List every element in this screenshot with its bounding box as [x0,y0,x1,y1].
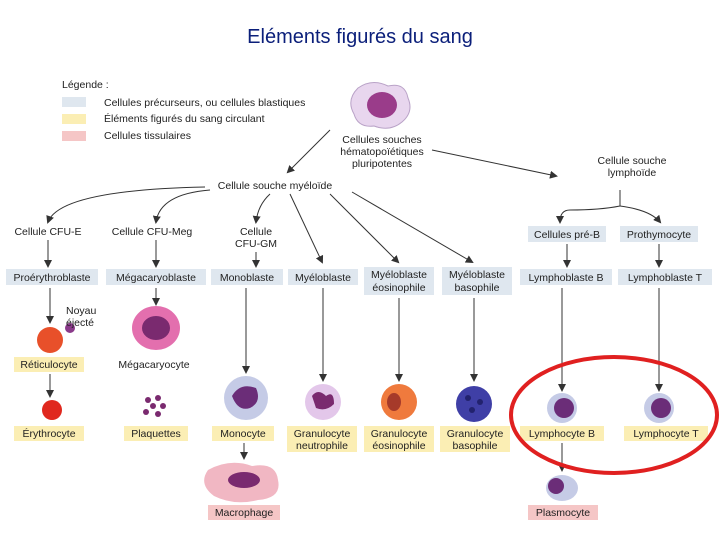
cfu-meg-label: Cellule CFU-Meg [112,226,193,238]
pre-b-label: Cellules pré-B [534,229,600,241]
macrophage-label: Macrophage [215,507,274,519]
legend-heading: Légende : [62,79,109,91]
reticulocyte-label: Réticulocyte [20,359,77,371]
legend-label-precursor: Cellules précurseurs, ou cellules blasti… [104,97,305,109]
lymphocyte-b-icon [547,393,577,423]
legend-swatch-circulating [62,114,86,124]
plaquettes-icon [143,395,166,417]
myeloblaste-eos-box [364,267,434,295]
stem-label-line2: hématopoïétiques [340,146,423,158]
myeloblaste-baso-box [442,267,512,295]
lymphocyte-t-icon [644,393,674,423]
lymphoblaste-t-box [618,269,712,285]
legend-swatch-tissue [62,131,86,141]
noyau-label-line1: Noyau [66,305,97,317]
gran-eos-box [364,426,434,452]
megacaryocyte-icon [132,306,180,350]
plaquettes-box [124,426,188,441]
megacaryoblaste-box [106,269,206,285]
stem-label-line3: pluripotentes [352,158,412,170]
lymphoblaste-b-label: Lymphoblaste B [529,272,604,284]
gran-baso-label-line1: Granulocyte [447,428,504,440]
legend-label-tissue: Cellules tissulaires [104,130,191,142]
reticulocyte-icon [37,323,75,353]
monoblaste-box [211,269,283,285]
macrophage-icon [204,462,279,503]
plasmocyte-label: Plasmocyte [536,507,590,519]
myeloblaste-eos-label-line2: éosinophile [372,282,425,294]
monocyte-label: Monocyte [220,428,266,440]
gran-baso-box [440,426,510,452]
macrophage-box [208,505,280,520]
gran-eos-label-line2: éosinophile [372,440,425,452]
stem-cell-icon [350,82,411,129]
proerythroblaste-box [6,269,98,285]
lymphocyte-b-box [520,426,604,441]
erythrocyte-icon [42,400,62,420]
myeloid-stem-label: Cellule souche myéloïde [218,180,333,192]
gran-baso-label-line2: basophile [453,440,498,452]
erythrocyte-box [14,426,84,441]
myeloblaste-baso-label-line2: basophile [455,282,500,294]
basophile-icon [456,386,492,422]
gran-eos-label-line1: Granulocyte [371,428,428,440]
legend-swatch-precursor [62,97,86,107]
monocyte-box [212,426,274,441]
legend: Légende : Cellules précurseurs, ou cellu… [62,79,305,142]
lymphoid-stem-label-line1: Cellule souche [598,155,667,167]
reticulocyte-box [14,357,84,372]
gran-neutro-label-line1: Granulocyte [294,428,351,440]
prothymocyte-label: Prothymocyte [627,229,691,241]
myeloblaste-box [288,269,358,285]
lymphocyte-t-label: Lymphocyte T [633,428,699,440]
lymphoblaste-t-label: Lymphoblaste T [628,272,703,284]
stem-label-line1: Cellules souches [342,134,421,146]
cfu-gm-label-line2: CFU-GM [235,238,277,250]
eosinophile-icon [381,384,417,420]
highlight-ellipse [509,355,719,475]
proerythroblaste-label: Proérythroblaste [13,272,90,284]
gran-neutro-label-line2: neutrophile [296,440,348,452]
legend-label-circulating: Éléments figurés du sang circulant [104,112,265,125]
plasmocyte-box [528,505,598,520]
myeloblaste-baso-label-line1: Myéloblaste [449,269,505,281]
erythrocyte-label: Érythrocyte [22,427,75,440]
neutrophile-icon [305,384,341,420]
myeloblaste-eos-label-line1: Myéloblaste [371,269,427,281]
cfu-gm-label-line1: Cellule [240,226,272,238]
gran-neutro-box [287,426,357,452]
megacaryoblaste-label: Mégacaryoblaste [116,272,196,284]
cfu-e-label: Cellule CFU-E [14,226,81,238]
myeloblaste-label: Myéloblaste [295,272,351,284]
lymphoblaste-b-box [520,269,612,285]
monoblaste-label: Monoblaste [220,272,274,284]
monocyte-icon [224,376,268,420]
pre-b-box [528,226,606,242]
noyau-label-line2: éjecté [66,317,94,329]
prothymocyte-box [620,226,698,242]
page-title: Eléments figurés du sang [247,26,473,48]
plasmocyte-icon [546,475,578,501]
lymphocyte-t-box [624,426,708,441]
lymphoid-stem-label-line2: lymphoïde [608,167,657,179]
megacaryocyte-label: Mégacaryocyte [118,359,189,371]
lymphocyte-b-label: Lymphocyte B [529,428,595,440]
plaquettes-label: Plaquettes [131,428,181,440]
